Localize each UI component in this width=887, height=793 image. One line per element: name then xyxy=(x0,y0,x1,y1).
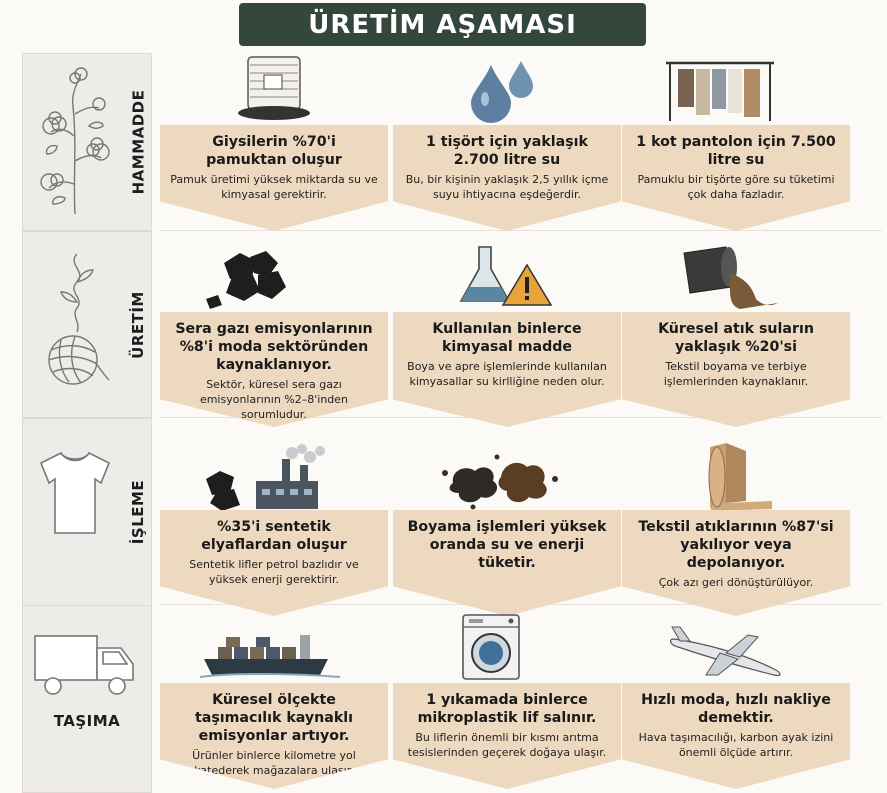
card-title: 1 tişört için yaklaşık 2.700 litre su xyxy=(426,134,588,168)
tshirt-icon xyxy=(39,451,111,534)
card-body: Bu liflerin önemli bir kısmı arıtma tesi… xyxy=(407,731,607,759)
info-card: Kullanılan binlerce kimyasal madde Boya … xyxy=(393,312,621,427)
stage-label-uretim: ÜRETİM xyxy=(129,290,147,359)
factory-coal-icon xyxy=(206,444,325,511)
info-card: Küresel atık suların yaklaşık %20'si Tek… xyxy=(622,312,850,427)
info-card: Boyama işlemleri yüksek oranda su ve ene… xyxy=(393,510,621,616)
stage-label-tasima: TAŞIMA xyxy=(53,712,121,730)
info-card: Giysilerin %70'i pamuktan oluşur Pamuk ü… xyxy=(160,125,388,231)
info-card: Küresel ölçekte taşımacılık kaynaklı emi… xyxy=(160,683,388,789)
washing-machine-icon xyxy=(462,614,520,680)
info-card: 1 tişört için yaklaşık 2.700 litre su Bu… xyxy=(393,125,621,231)
card-title: Sera gazı emisyonlarının %8'i moda sektö… xyxy=(175,321,373,373)
stage-hammadde-panel: HAMMADDE xyxy=(22,53,152,231)
stage-label-hammadde: HAMMADDE xyxy=(129,89,147,195)
card-title: Giysilerin %70'i pamuktan oluşur xyxy=(206,134,342,168)
card-body: Tekstil boyama ve terbiye işlemlerinden … xyxy=(663,360,809,388)
info-card: 1 kot pantolon için 7.500 litre su Pamuk… xyxy=(622,125,850,231)
card-body: Pamuklu bir tişörte göre su tüketimi çok… xyxy=(637,173,835,201)
stage-isleme-panel: İŞLEME xyxy=(22,418,152,606)
info-card: %35'i sentetik elyaflardan oluşur Sentet… xyxy=(160,510,388,616)
cotton-plant-icon xyxy=(40,67,110,215)
card-title: Boyama işlemleri yüksek oranda su ve ene… xyxy=(407,519,607,571)
truck-icon xyxy=(34,635,134,695)
card-title: Tekstil atıklarının %87'si yakılıyor vey… xyxy=(638,519,834,571)
stage-tasima-panel: TAŞIMA xyxy=(22,605,152,793)
card-title: %35'i sentetik elyaflardan oluşur xyxy=(201,519,347,553)
card-body: Bu, bir kişinin yaklaşık 2,5 yıllık içme… xyxy=(405,173,609,201)
card-title: 1 yıkamada binlerce mikroplastik lif sal… xyxy=(417,692,597,726)
card-body: Çok azı geri dönüştürülüyor. xyxy=(658,576,814,589)
stage-uretim-panel: ÜRETİM xyxy=(22,231,152,418)
page-title: ÜRETİM AŞAMASI xyxy=(239,3,646,46)
card-body: Sentetik lifler petrol bazlıdır ve yükse… xyxy=(189,558,359,586)
card-title: 1 kot pantolon için 7.500 litre su xyxy=(636,134,836,168)
fabric-roll-icon xyxy=(238,56,310,120)
stage-label-isleme: İŞLEME xyxy=(129,479,147,545)
card-title: Küresel atık suların yaklaşık %20'si xyxy=(658,321,814,355)
chemical-flask-warning-icon xyxy=(459,246,553,306)
water-drops-icon xyxy=(471,61,533,123)
row-divider xyxy=(160,230,882,231)
airplane-icon xyxy=(669,626,781,677)
coal-icon xyxy=(206,251,286,309)
card-title: Kullanılan binlerce kimyasal madde xyxy=(432,321,582,355)
info-card: Hızlı moda, hızlı nakliye demektir. Hava… xyxy=(622,683,850,789)
waste-barrel-icon xyxy=(683,246,778,309)
cargo-ship-icon xyxy=(199,635,341,678)
card-title: Hızlı moda, hızlı nakliye demektir. xyxy=(641,692,831,726)
card-body: Boya ve apre işlemlerinde kullanılan kim… xyxy=(407,360,607,388)
yarn-ball-icon xyxy=(48,253,110,385)
clothes-rack-icon xyxy=(666,61,774,121)
card-body: Sektör, küresel sera gazı emisyonlarının… xyxy=(199,378,349,421)
card-title: Küresel ölçekte taşımacılık kaynaklı emi… xyxy=(194,692,354,744)
card-body: Hava taşımacılığı, karbon ayak izini öne… xyxy=(638,731,834,759)
info-card: Sera gazı emisyonlarının %8'i moda sektö… xyxy=(160,312,388,427)
card-body: Ürünler binlerce kilometre yol katederek… xyxy=(192,749,356,777)
card-body: Pamuk üretimi yüksek miktarda su ve kimy… xyxy=(170,173,378,201)
textile-roll-icon xyxy=(708,443,772,511)
dye-splash-icon xyxy=(442,454,558,510)
info-card: Tekstil atıklarının %87'si yakılıyor vey… xyxy=(622,510,850,616)
info-card: 1 yıkamada binlerce mikroplastik lif sal… xyxy=(393,683,621,789)
